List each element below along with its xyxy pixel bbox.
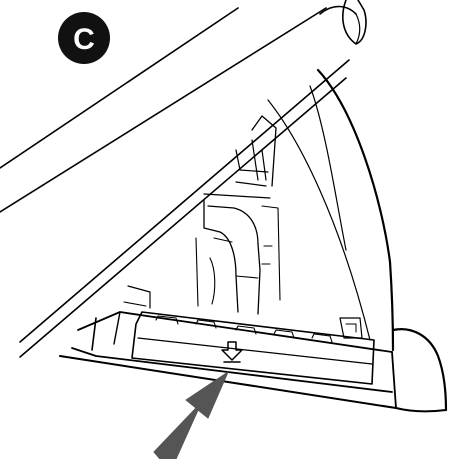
base-tray <box>59 311 397 409</box>
step-badge-letter: C <box>73 23 95 56</box>
internal-mechanism <box>123 115 363 339</box>
support-bar <box>0 0 367 358</box>
step-badge-icon: C <box>58 12 110 64</box>
push-arrow-icon <box>153 371 229 459</box>
side-panel <box>267 68 448 413</box>
down-arrow-icon <box>221 341 243 363</box>
release-latch <box>131 311 375 385</box>
